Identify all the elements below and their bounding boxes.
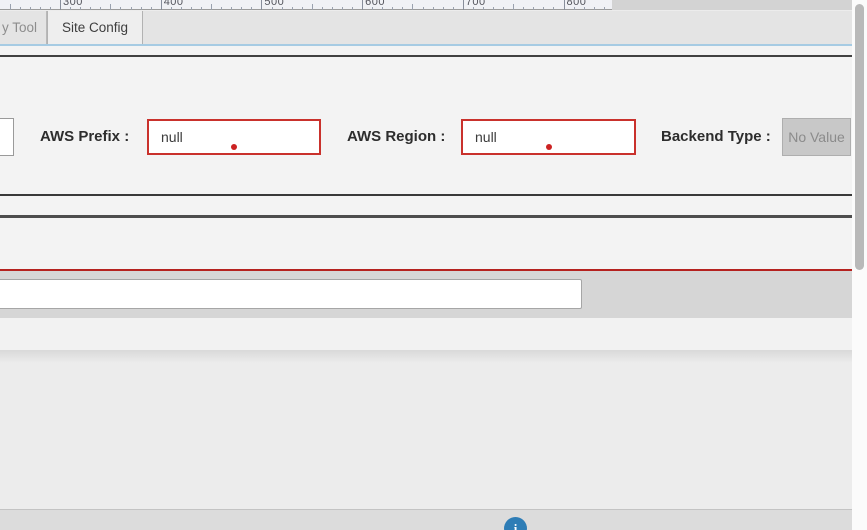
ruler-right-filler xyxy=(612,0,852,10)
ruler-tick xyxy=(130,7,132,10)
ruler-tick xyxy=(513,4,515,10)
info-icon: i xyxy=(513,521,518,530)
ruler-tick xyxy=(80,7,82,10)
ruler-tick xyxy=(503,7,505,10)
ruler-tick xyxy=(190,7,192,10)
ruler-tick xyxy=(201,7,202,10)
ruler-tick xyxy=(19,7,21,10)
ruler-tick xyxy=(563,0,565,10)
ruler-tick xyxy=(211,4,213,10)
divider-middle-1 xyxy=(0,194,852,196)
tab-bar: y Tool Site Config xyxy=(0,11,852,44)
tab-underline xyxy=(0,44,852,46)
ruler-tick xyxy=(543,7,545,10)
tab-tool[interactable]: y Tool xyxy=(0,11,47,44)
info-button[interactable]: i xyxy=(504,517,527,530)
vertical-scrollbar xyxy=(852,0,867,530)
ruler-tick xyxy=(533,7,535,10)
ruler-tick xyxy=(342,7,343,10)
aws-prefix-input[interactable]: null xyxy=(147,119,321,155)
backend-type-value: No Value xyxy=(788,129,845,145)
aws-region-label: AWS Region : xyxy=(347,128,446,145)
ruler-tick xyxy=(241,7,243,10)
divider-top xyxy=(0,55,852,57)
aws-region-input[interactable]: null xyxy=(461,119,636,155)
ruler-label: 300 xyxy=(63,0,83,8)
ruler-tick xyxy=(29,7,31,10)
left-partial-input[interactable] xyxy=(0,118,14,156)
wide-text-input[interactable] xyxy=(0,279,582,309)
footer-bar xyxy=(0,509,852,530)
ruler-tick xyxy=(372,7,374,10)
ruler-label: 800 xyxy=(566,0,587,8)
ruler-label: 400 xyxy=(163,0,184,8)
ruler-tick xyxy=(331,7,333,10)
aws-prefix-label: AWS Prefix : xyxy=(40,128,130,145)
ruler-tick xyxy=(362,0,364,10)
ruler-tick xyxy=(180,7,182,10)
ruler-tick xyxy=(49,7,51,10)
ruler-label: 700 xyxy=(465,0,486,8)
ruler-label: 600 xyxy=(365,0,385,8)
ruler-label: 500 xyxy=(264,0,285,8)
ruler-tick xyxy=(261,0,263,10)
tab-site-config[interactable]: Site Config xyxy=(47,11,143,44)
scrollbar-thumb[interactable] xyxy=(855,4,864,270)
ruler-tick xyxy=(442,7,444,10)
ruler-tick xyxy=(482,7,484,10)
ruler-tick xyxy=(553,7,555,10)
ruler-tick xyxy=(39,7,41,10)
ruler-tick xyxy=(291,7,293,10)
ruler-tick xyxy=(603,7,605,10)
ruler-tick xyxy=(301,7,303,10)
ruler-tick xyxy=(573,7,575,10)
backend-type-label: Backend Type : xyxy=(661,128,771,145)
error-dot-icon xyxy=(231,144,237,150)
ruler-tick xyxy=(412,4,414,10)
ruler-tick xyxy=(583,7,585,10)
error-dot-icon xyxy=(545,144,552,150)
ruler-tick xyxy=(70,7,72,10)
ruler-tick xyxy=(352,7,353,10)
ruler-tick xyxy=(251,7,253,10)
ruler-tick xyxy=(271,7,273,10)
backend-type-select[interactable]: No Value xyxy=(782,118,851,156)
aws-prefix-value: null xyxy=(161,129,183,145)
ruler-tick xyxy=(472,7,474,10)
ruler-tick xyxy=(90,7,92,10)
ruler-tick xyxy=(110,4,112,10)
ruler-tick xyxy=(321,7,323,10)
ruler-tick xyxy=(432,7,434,10)
ruler-tick xyxy=(60,0,61,10)
ruler-tick xyxy=(160,0,162,10)
ruler-tick xyxy=(9,4,11,10)
ruler-tick xyxy=(221,7,223,10)
ruler-tick xyxy=(462,0,464,10)
ruler-tick xyxy=(150,7,152,10)
ruler-tick xyxy=(170,7,172,10)
horizontal-ruler: 300 400 500 600 700 800 xyxy=(0,0,852,10)
ruler-tick xyxy=(493,7,494,10)
ruler-tick xyxy=(402,7,404,10)
ruler-tick xyxy=(382,7,384,10)
ruler-ticks: 300 400 500 600 700 800 xyxy=(0,0,612,10)
ruler-tick xyxy=(120,7,122,10)
content-area xyxy=(0,350,852,530)
ruler-tick xyxy=(140,7,142,10)
ruler-tick xyxy=(593,7,595,10)
spacer-band xyxy=(0,318,852,350)
ruler-tick xyxy=(523,7,525,10)
aws-region-value: null xyxy=(475,129,497,145)
ruler-tick xyxy=(100,7,102,10)
ruler-tick xyxy=(422,7,424,10)
divider-red xyxy=(0,269,852,271)
ruler-tick xyxy=(311,4,313,10)
ruler-tick xyxy=(452,7,454,10)
ruler-tick xyxy=(392,7,394,10)
ruler-tick xyxy=(231,7,233,10)
ruler-tick xyxy=(281,7,283,10)
divider-middle-2 xyxy=(0,215,852,218)
config-panel xyxy=(0,46,852,269)
